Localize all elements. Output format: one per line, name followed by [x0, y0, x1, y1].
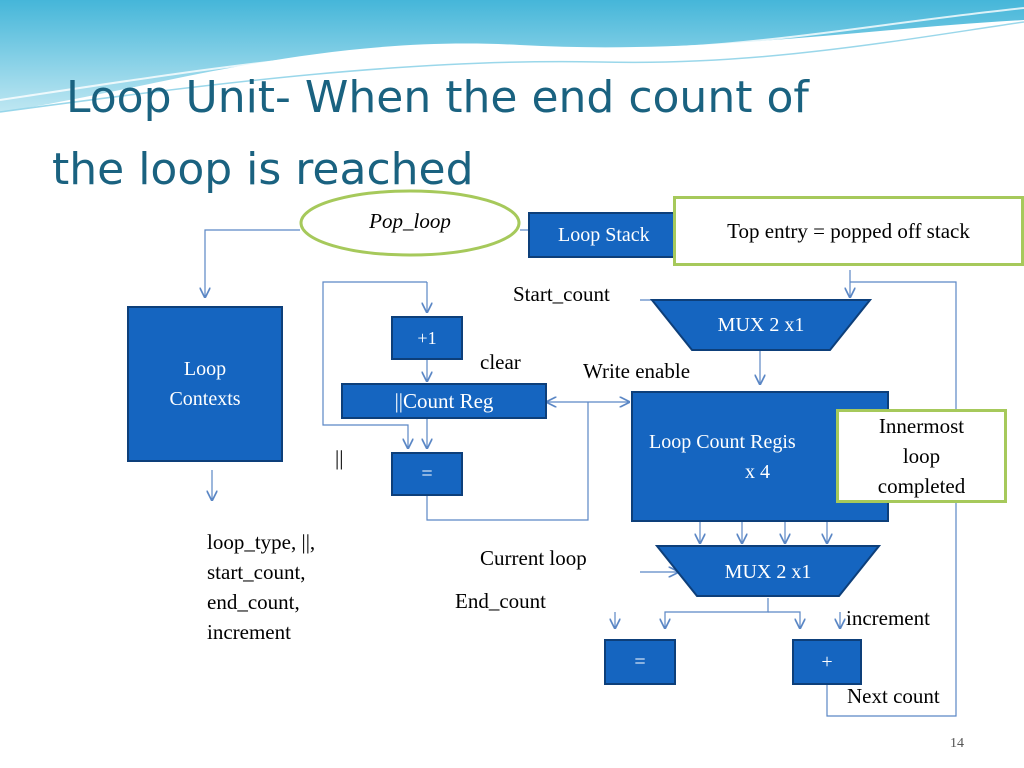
pop-loop-label: Pop_loop — [369, 209, 451, 233]
slide-title: Loop Unit- When the end count of the loo… — [52, 62, 1012, 206]
count-reg-label: ||Count Reg — [394, 389, 494, 413]
innermost-loop-note: Innermost loop completed — [836, 409, 1007, 503]
innermost-line-3: completed — [877, 474, 966, 498]
output-line-3: end_count, — [207, 590, 300, 614]
increment-one-label: +1 — [417, 328, 437, 348]
increment-one-box: +1 — [391, 316, 463, 360]
end-count-label: End_count — [455, 589, 546, 613]
loop-stack-box: Loop Stack — [528, 212, 688, 258]
mux-top-shape — [650, 299, 872, 351]
pop-loop-ellipse — [299, 189, 521, 257]
current-loop-label: Current loop — [480, 546, 587, 570]
increment-label: increment — [846, 606, 930, 630]
clear-label: clear — [480, 350, 521, 374]
loop-contexts-line-2: Contexts — [169, 388, 241, 410]
count-reg-box: ||Count Reg — [341, 383, 547, 419]
innermost-line-2: loop — [902, 444, 941, 468]
output-line-4: increment — [207, 620, 291, 644]
title-line-1: Loop Unit- When the end count of — [52, 72, 809, 123]
title-line-2: the loop is reached — [52, 144, 474, 195]
top-entry-note-text: Top entry = popped off stack — [727, 219, 970, 243]
top-entry-note: Top entry = popped off stack — [673, 196, 1024, 266]
mux-bottom-label: MUX 2 x1 — [724, 561, 812, 583]
header-wave — [0, 0, 1024, 113]
loop-count-register-line-2: x 4 — [745, 460, 770, 483]
end-compare-label: = — [634, 651, 646, 673]
mux-top-label: MUX 2 x1 — [717, 314, 805, 336]
innermost-line-1: Innermost — [878, 414, 965, 438]
output-line-2: start_count, — [207, 560, 306, 584]
equal-compare-box: = — [391, 452, 463, 496]
loop-stack-label: Loop Stack — [558, 224, 650, 246]
next-count-label: Next count — [847, 684, 940, 708]
loop-contexts-line-1: Loop — [183, 358, 227, 380]
mux-bottom-shape — [655, 545, 881, 597]
loop-context-outputs: loop_type, ||, start_count, end_count, i… — [207, 527, 315, 647]
loop-contexts-box: Loop Contexts — [127, 306, 283, 462]
output-line-1: loop_type, ||, — [207, 530, 316, 554]
write-enable-label: Write enable — [583, 359, 691, 383]
parallel-label: || — [335, 446, 344, 470]
loop-count-register-line-1: Loop Count Regis — [649, 430, 796, 453]
adder-box: + — [792, 639, 862, 685]
end-compare-box: = — [604, 639, 676, 685]
start-count-label: Start_count — [513, 282, 610, 306]
adder-label: + — [821, 651, 833, 673]
page-number: 14 — [950, 736, 964, 751]
equal-compare-label: = — [421, 463, 433, 485]
